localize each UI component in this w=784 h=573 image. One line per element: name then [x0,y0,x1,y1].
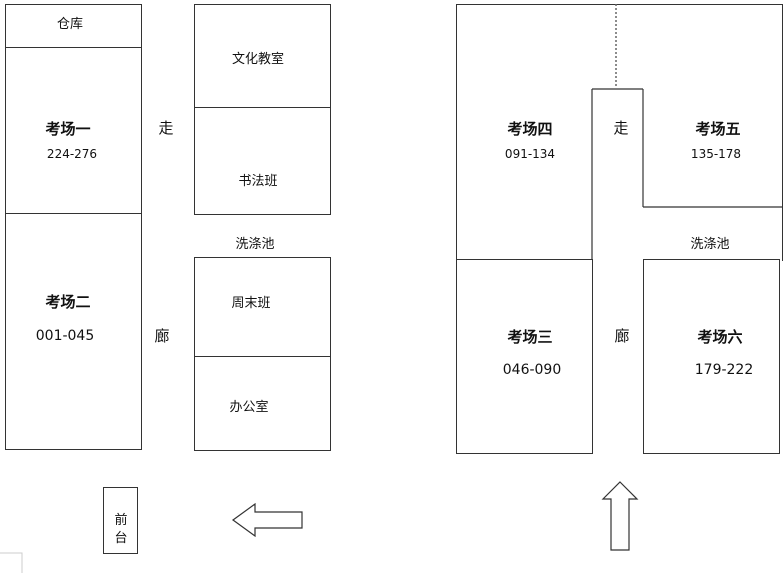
right-building-outline [456,4,783,261]
up-arrow-icon [601,481,639,551]
exam-room-2-name: 考场二 [45,293,91,311]
front-desk-label-2: 台 [114,531,128,546]
left-washroom-label: 洗涤池 [235,237,275,252]
exam-room-5-range: 135-178 [690,147,742,161]
front-desk [103,487,138,554]
exam-room-5-name: 考场五 [695,120,741,138]
exam-room-6 [643,259,780,454]
exam-room-2 [5,213,142,450]
exam-room-6-name: 考场六 [697,328,743,346]
office-room [194,356,331,451]
weekend-class-label: 周末班 [231,296,271,311]
weekend-class-room [194,257,331,357]
left-corridor-top: 走 [158,119,174,137]
storage-label: 仓库 [56,17,84,32]
left-corridor-bottom: 廊 [154,327,170,345]
right-washroom-label: 洗涤池 [690,237,730,252]
left-arrow-icon [231,502,303,538]
exam-room-4-range: 091-134 [504,147,556,161]
calligraphy-room-label: 书法班 [238,174,278,189]
right-corridor-top: 走 [613,119,629,137]
exam-room-2-range: 001-045 [35,328,95,344]
exam-room-1-range: 224-276 [46,147,98,161]
calligraphy-room [194,107,331,215]
exam-room-3-name: 考场三 [507,328,553,346]
exam-room-1-name: 考场一 [45,120,91,138]
right-corridor-bottom: 廊 [614,327,630,345]
exam-room-3-range: 046-090 [502,362,562,378]
exam-room-3 [456,259,593,454]
exam-room-1 [5,47,142,214]
office-label: 办公室 [229,400,269,415]
culture-classroom [194,4,331,108]
exam-room-6-range: 179-222 [694,362,754,378]
front-desk-label-1: 前 [114,513,128,528]
culture-classroom-label: 文化教室 [231,52,285,67]
exam-room-4-name: 考场四 [507,120,553,138]
storage-room [5,4,142,48]
